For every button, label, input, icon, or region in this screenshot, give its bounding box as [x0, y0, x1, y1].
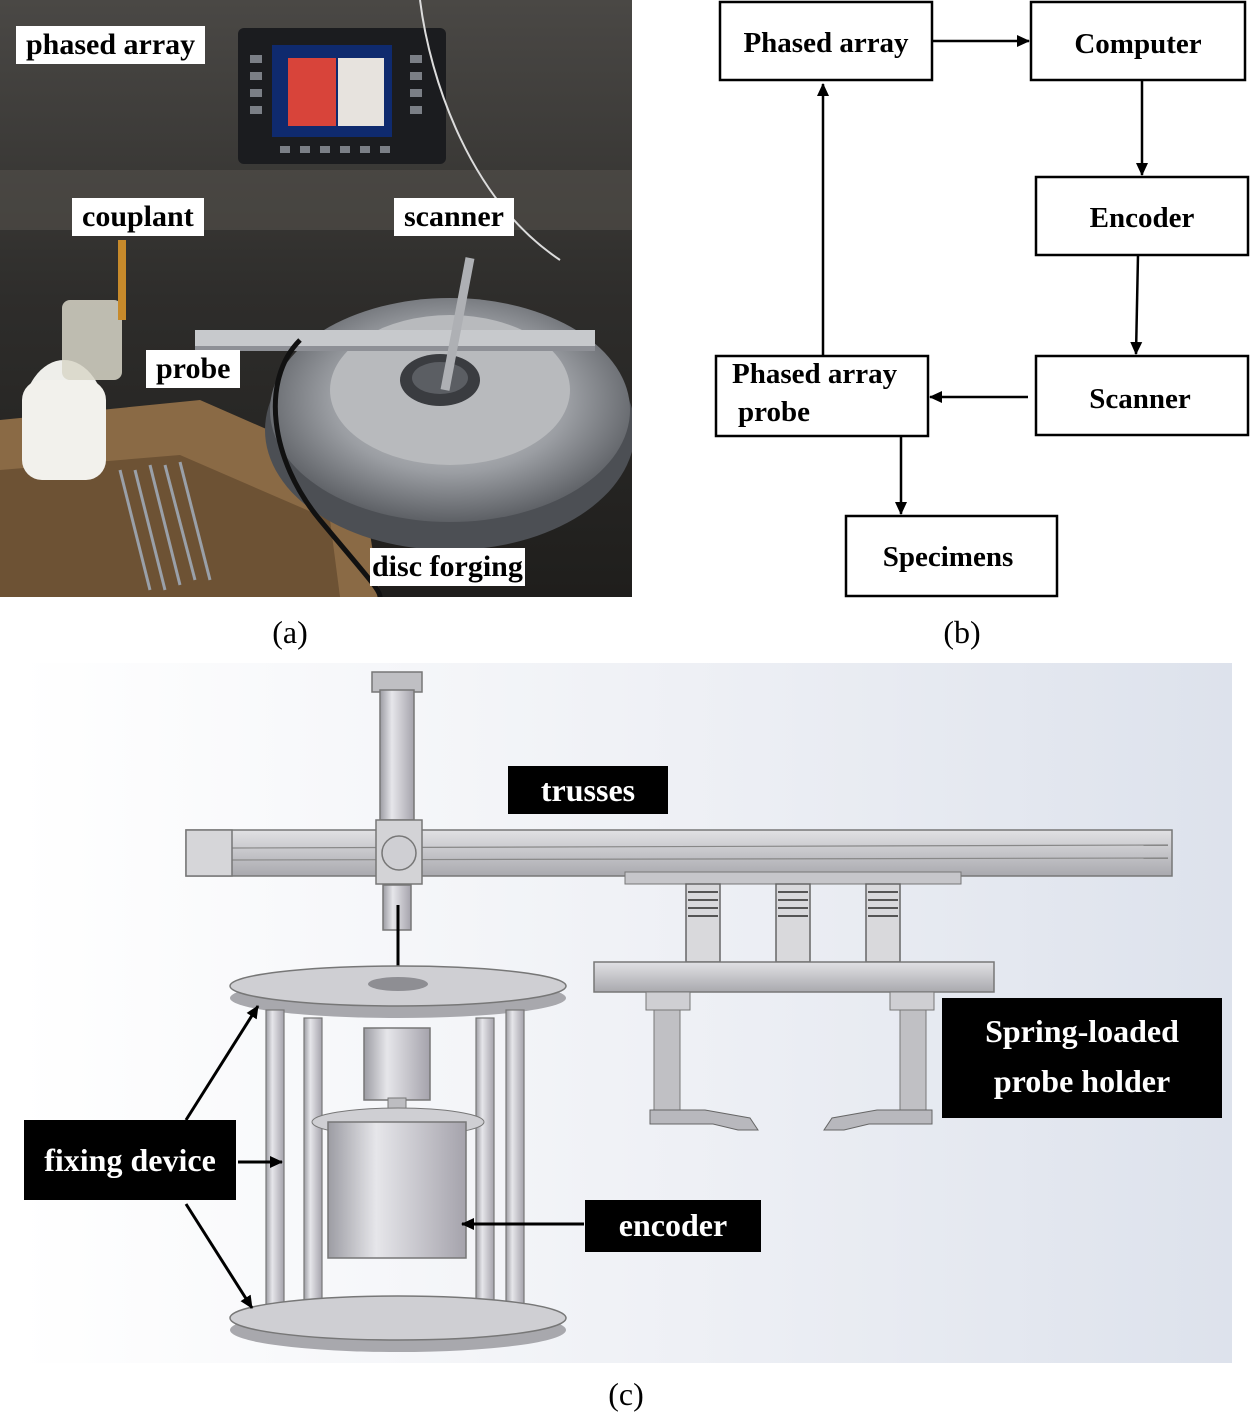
cad-label-probe-holder: Spring-loaded probe holder: [942, 998, 1222, 1118]
photo-label-scanner: scanner: [394, 198, 514, 236]
photo-label-probe: probe: [146, 350, 241, 388]
photo-label-disc-forging: disc forging: [370, 548, 525, 586]
encoder-body: [327, 1121, 467, 1259]
arrow-fixing-top: [184, 1005, 260, 1121]
spring-1: [685, 883, 721, 963]
cad-label-encoder: encoder: [585, 1200, 761, 1252]
spring-3: [865, 883, 901, 963]
cad-label-fixing-device: fixing device: [24, 1120, 236, 1200]
node-phased-array: Phased array: [743, 27, 909, 59]
box-scanner: [1034, 354, 1250, 437]
node-encoder: Encoder: [1090, 202, 1195, 234]
caption-a: (a): [272, 614, 308, 650]
node-probe-line2: probe: [738, 396, 810, 428]
cad-label-probe-holder-line1: Spring-loaded: [985, 1013, 1179, 1049]
spring-2: [775, 883, 811, 963]
box-computer: [1029, 0, 1247, 82]
coupling-cylinder: [363, 1027, 431, 1101]
photo-illustration: [0, 0, 635, 598]
arrow-encoder-to-scanner: [1130, 254, 1143, 355]
node-specimens: Specimens: [883, 541, 1014, 573]
panel-b-flowchart: Phased array Computer Encoder Scanner Ph…: [714, 0, 1250, 598]
node-probe-line1: Phased array: [732, 358, 898, 390]
cad-label-probe-holder-line2: probe holder: [993, 1063, 1171, 1099]
node-scanner: Scanner: [1089, 383, 1191, 415]
box-specimens: [844, 514, 1059, 598]
photo-label-couplant: couplant: [72, 198, 204, 236]
caption-b: (b): [943, 614, 981, 650]
node-computer: Computer: [1074, 28, 1201, 60]
panel-a-photo: phased array couplant scanner probe disc…: [0, 0, 635, 598]
photo-label-phased-array: phased array: [16, 26, 206, 64]
caption-c: (c): [608, 1376, 644, 1412]
cad-label-trusses: trusses: [508, 766, 668, 814]
box-encoder: [1034, 175, 1250, 257]
arrow-fixing-bottom: [184, 1203, 254, 1309]
